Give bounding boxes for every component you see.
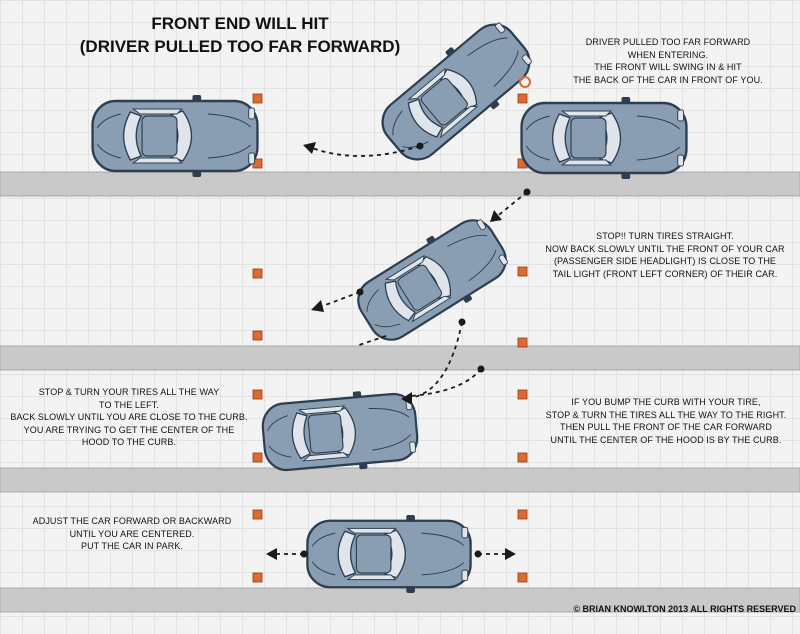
car-step4-centered: [306, 513, 472, 595]
parked-car-right: [520, 95, 688, 181]
adjust-arrow-right-head: [505, 548, 516, 560]
parked-car-left: [91, 93, 259, 179]
path-arrow-1: [311, 145, 421, 157]
curb-strips: [0, 171, 800, 613]
note-straighten: STOP!! TURN TIRES STRAIGHT. NOW BACK SLO…: [534, 230, 796, 280]
diagram-title: FRONT END WILL HIT (DRIVER PULLED TOO FA…: [70, 12, 410, 58]
space-marker: [252, 389, 263, 400]
note-line: STOP & TURN YOUR TIRES ALL THE WAY: [38, 387, 220, 397]
space-markers: [252, 93, 528, 583]
note-line: TAIL LIGHT (FRONT LEFT CORNER) OF THEIR …: [552, 268, 778, 279]
copyright-notice: © BRIAN KNOWLTON 2013 ALL RIGHTS RESERVE…: [573, 604, 796, 614]
path-arrow-2-head: [490, 210, 502, 222]
space-marker: [517, 509, 528, 520]
path-arrow-6: [355, 335, 387, 347]
impact-point: [519, 76, 531, 88]
space-marker: [252, 452, 263, 463]
space-marker: [252, 572, 263, 583]
path-dot: [458, 318, 466, 326]
note-line: YOU ARE TRYING TO GET THE CENTER OF THE: [23, 424, 235, 435]
note-line: THE FRONT WILL SWING IN & HIT: [594, 62, 742, 72]
car-step2-backing-angle: [346, 206, 518, 354]
curb-3: [0, 467, 800, 493]
note-line: PUT THE CAR IN PARK.: [80, 541, 184, 551]
path-arrow-3-head: [311, 300, 324, 312]
note-line: STOP & TURN THE TIRES ALL THE WAY TO THE…: [545, 409, 787, 420]
note-line: THEN PULL THE FRONT OF THE CAR FORWARD: [560, 422, 772, 432]
title-line-1: FRONT END WILL HIT: [151, 14, 329, 33]
curb-4: [0, 587, 800, 613]
space-marker: [252, 268, 263, 279]
note-line: UNTIL YOU ARE CENTERED.: [69, 528, 195, 539]
space-marker: [252, 330, 263, 341]
space-marker: [517, 337, 528, 348]
path-dot: [416, 142, 424, 150]
space-marker: [517, 389, 528, 400]
path-dot: [477, 365, 485, 373]
space-marker: [252, 509, 263, 520]
note-line: WHEN ENTERING.: [627, 49, 709, 60]
path-dot: [300, 550, 308, 558]
note-turn-left: STOP & TURN YOUR TIRES ALL THE WAY TO TH…: [4, 386, 254, 449]
note-line: DRIVER PULLED TOO FAR FORWARD: [585, 37, 751, 47]
note-line: (PASSENGER SIDE HEADLIGHT) IS CLOSE TO T…: [553, 256, 777, 266]
note-line: TO THE LEFT.: [99, 399, 159, 410]
path-dot: [356, 288, 364, 296]
note-adjust: ADJUST THE CAR FORWARD OR BACKWARD UNTIL…: [22, 515, 242, 553]
path-arrow-5: [409, 368, 482, 397]
note-line: NOW BACK SLOWLY UNTIL THE FRONT OF YOUR …: [545, 243, 785, 254]
space-marker: [517, 452, 528, 463]
note-hit-warning: DRIVER PULLED TOO FAR FORWARD WHEN ENTER…: [552, 36, 784, 86]
note-line: UNTIL THE CENTER OF THE HOOD IS BY THE C…: [550, 434, 782, 445]
space-marker: [517, 572, 528, 583]
note-line: IF YOU BUMP THE CURB WITH YOUR TIRE,: [571, 397, 761, 407]
curb-1: [0, 171, 800, 197]
curb-2: [0, 345, 800, 371]
adjust-arrow-left-head: [266, 548, 277, 560]
path-arrow-2: [494, 191, 528, 219]
note-line: STOP!! TURN TIRES STRAIGHT.: [596, 231, 734, 241]
space-marker: [517, 266, 528, 277]
path-arrow-4-head: [401, 392, 412, 405]
path-arrow-3: [319, 291, 361, 308]
note-line: HOOD TO THE CURB.: [81, 437, 177, 447]
space-marker: [517, 93, 528, 104]
note-line: BACK SLOWLY UNTIL YOU ARE CLOSE TO THE C…: [10, 412, 248, 422]
path-dot: [523, 188, 531, 196]
note-line: THE BACK OF THE CAR IN FRONT OF YOU.: [573, 74, 763, 85]
title-line-2: (DRIVER PULLED TOO FAR FORWARD): [79, 37, 401, 56]
note-line: ADJUST THE CAR FORWARD OR BACKWARD: [32, 516, 232, 526]
space-marker: [252, 93, 263, 104]
path-arrow-1-head: [303, 142, 316, 154]
note-curb-bump: IF YOU BUMP THE CURB WITH YOUR TIRE, STO…: [536, 396, 796, 446]
path-arrow-4: [409, 321, 463, 399]
path-dot: [474, 550, 482, 558]
car-step3-near-curb: [259, 385, 421, 479]
path-arrows: [266, 142, 531, 560]
